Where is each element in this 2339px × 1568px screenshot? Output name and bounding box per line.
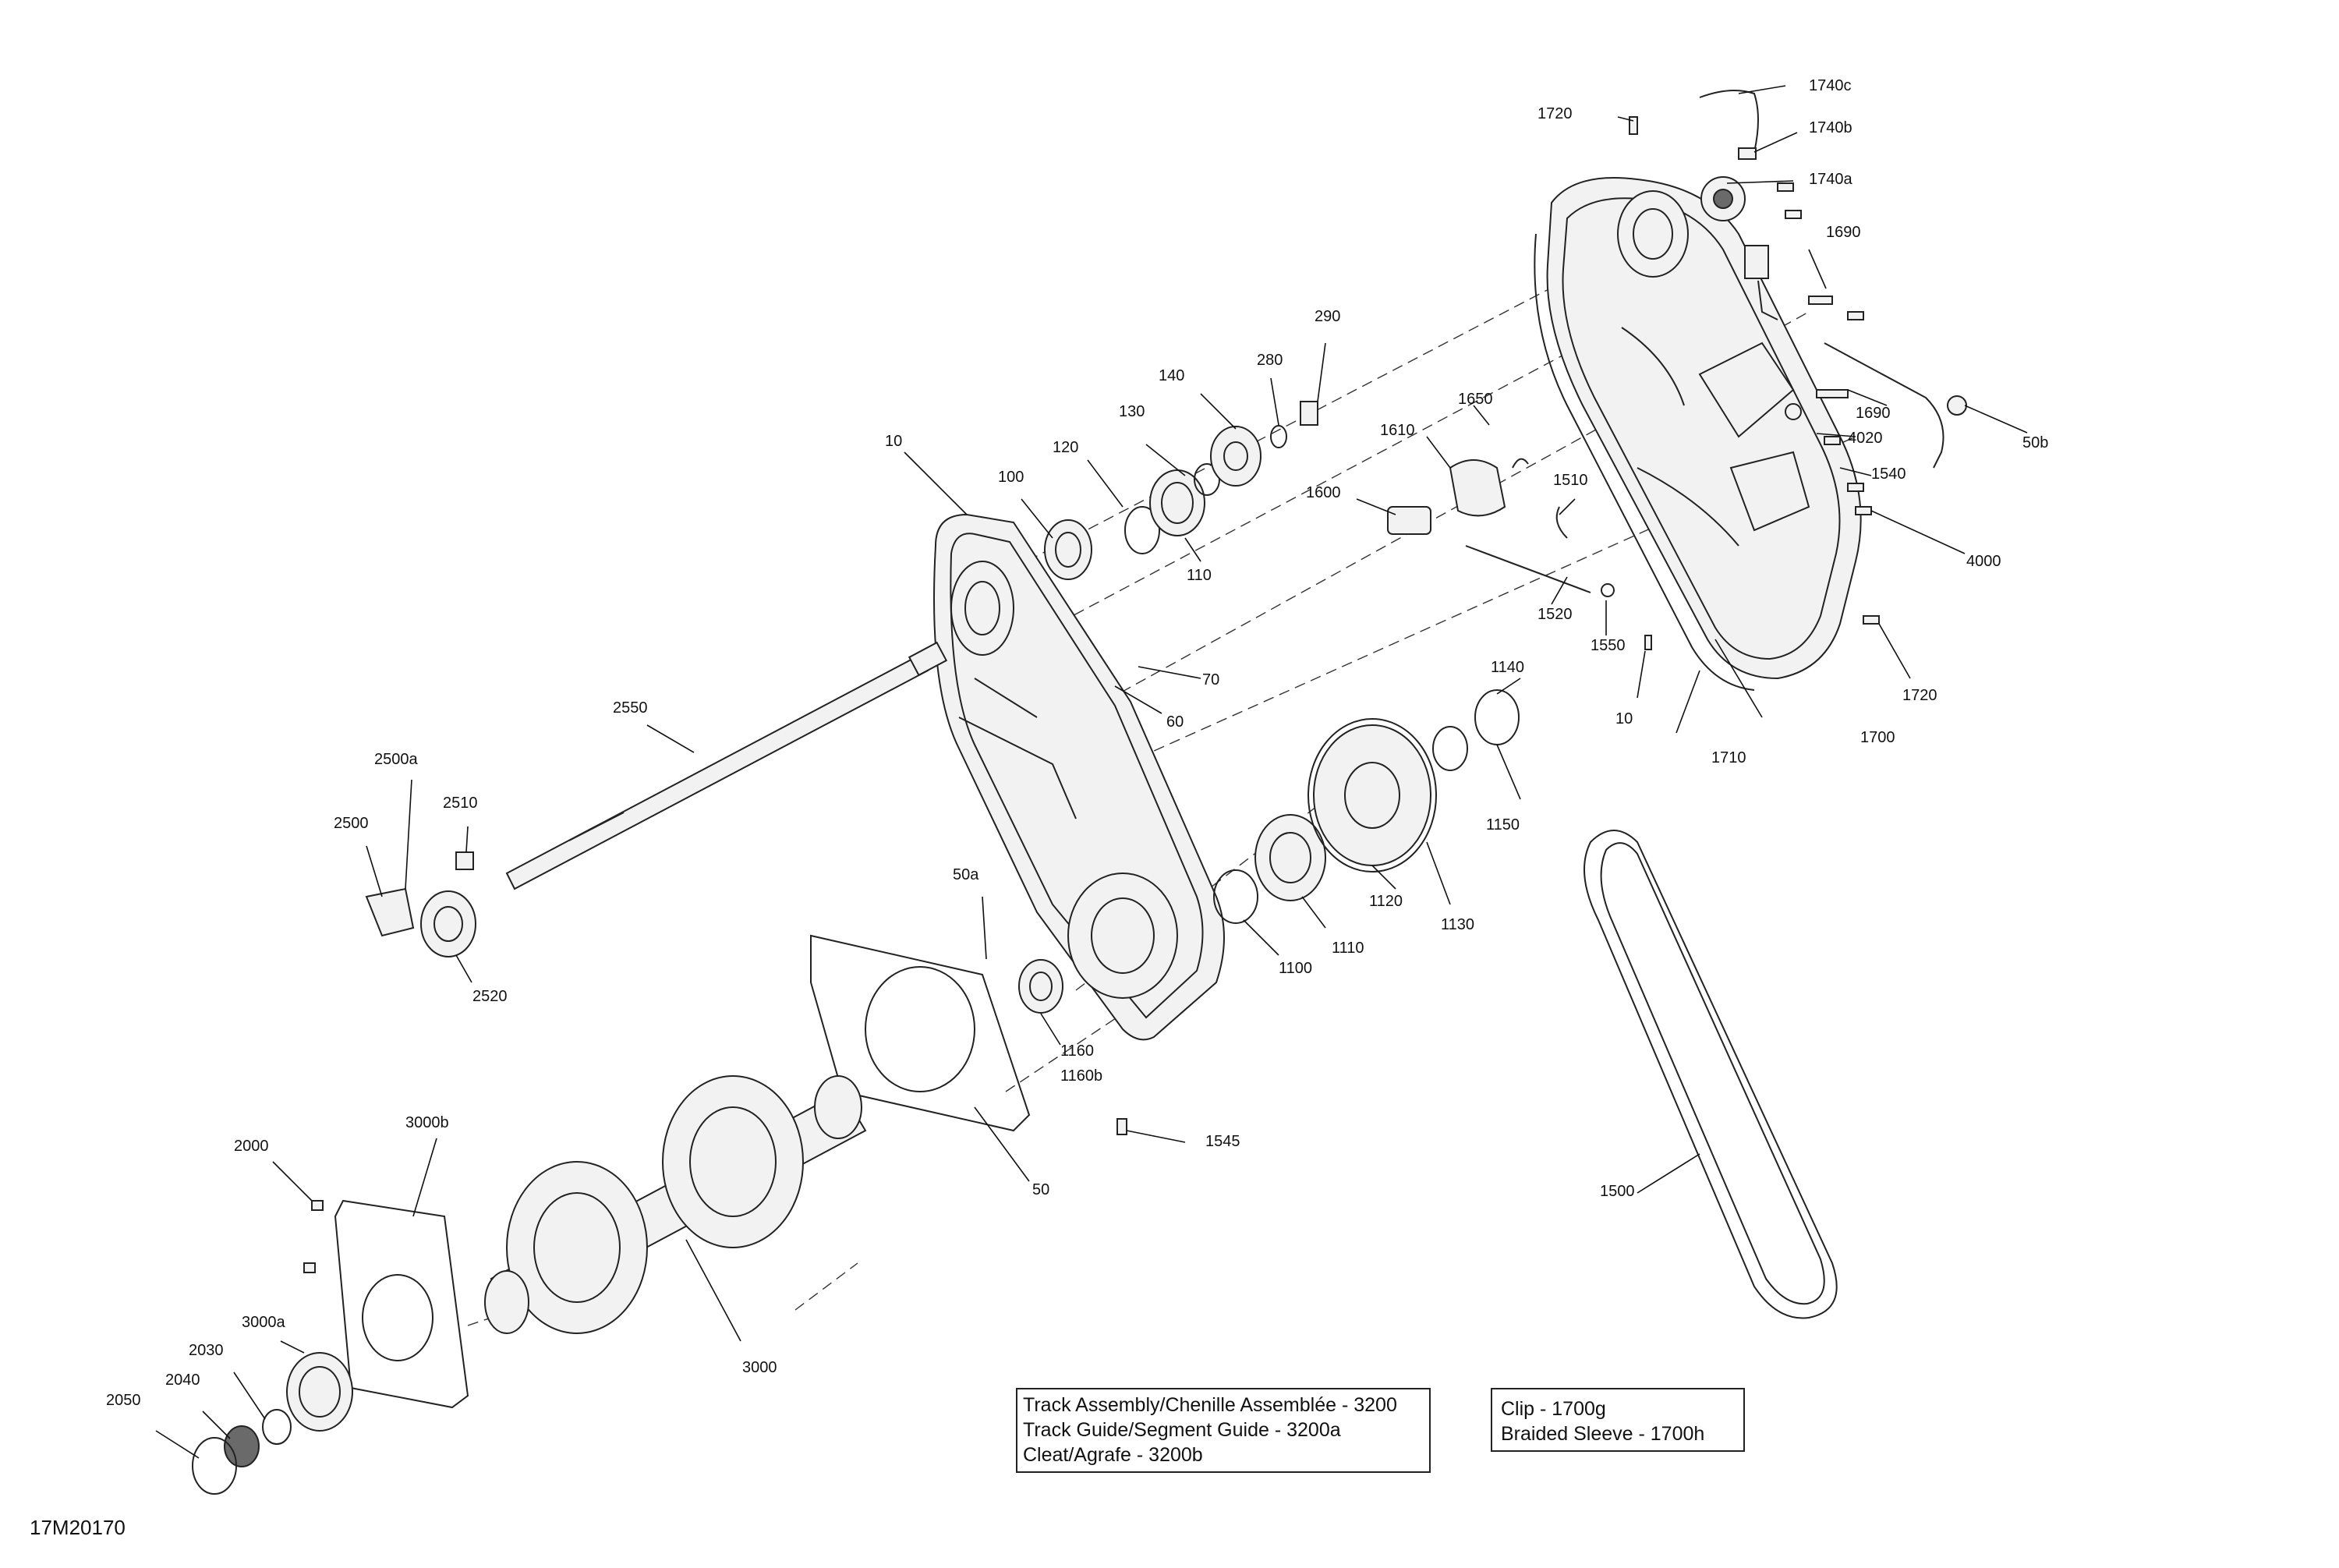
outer-case-cover: [1534, 176, 1862, 691]
callout-2040: 2040: [165, 1372, 200, 1389]
track-note-line-3: Cleat/Agrafe - 3200b: [1023, 1444, 1203, 1466]
track-note-line-2: Track Guide/Segment Guide - 3200a: [1023, 1419, 1341, 1441]
callout-50b: 50b: [2022, 434, 2048, 451]
callout-1540: 1540: [1871, 465, 1906, 483]
callout-140: 140: [1159, 367, 1184, 384]
callout-1160b: 1160b: [1060, 1067, 1102, 1085]
callout-2520: 2520: [472, 988, 508, 1005]
track-note-box: Track Assembly/Chenille Assemblée - 3200…: [1016, 1388, 1431, 1473]
callout-1120: 1120: [1369, 893, 1403, 910]
track-note-line-1: Track Assembly/Chenille Assemblée - 3200: [1023, 1394, 1397, 1416]
callout-1740c: 1740c: [1809, 77, 1852, 94]
callout-50a: 50a: [953, 866, 979, 883]
callout-10a: 10: [885, 433, 902, 450]
inner-chaincase: [933, 513, 1225, 1041]
wire-harness: [1699, 90, 1944, 469]
cover-fasteners: [1629, 116, 1967, 650]
callout-1710: 1710: [1711, 749, 1746, 766]
callout-2510: 2510: [443, 795, 478, 812]
lower-gear-stack: [1213, 689, 1520, 924]
clip-note-box: Clip - 1700g Braided Sleeve - 1700h: [1491, 1388, 1745, 1452]
gaskets: [334, 934, 1063, 1409]
callout-70: 70: [1202, 671, 1219, 688]
callout-1740b: 1740b: [1809, 119, 1852, 136]
callout-10b: 10: [1615, 710, 1633, 727]
callout-2500a: 2500a: [374, 751, 418, 768]
callout-1110: 1110: [1332, 940, 1364, 957]
callout-2030: 2030: [189, 1342, 224, 1359]
clip-note-line-1: Clip - 1700g: [1501, 1398, 1606, 1420]
callout-2550: 2550: [613, 699, 648, 717]
callout-3000: 3000: [742, 1359, 777, 1376]
callout-2500: 2500: [334, 815, 369, 832]
callout-1100: 1100: [1279, 960, 1312, 977]
callout-1650: 1650: [1458, 391, 1493, 408]
drive-belt: [1584, 830, 1838, 1319]
callout-1160: 1160: [1060, 1042, 1094, 1060]
callout-4000: 4000: [1966, 553, 2001, 570]
callout-1720b: 1720: [1902, 687, 1937, 704]
figure-id: 17M20170: [30, 1516, 126, 1539]
callout-50: 50: [1032, 1181, 1049, 1198]
callout-1720a: 1720: [1538, 105, 1573, 122]
callout-120: 120: [1053, 439, 1078, 456]
callout-1140: 1140: [1491, 659, 1524, 676]
callout-1545: 1545: [1205, 1133, 1240, 1150]
callout-1550: 1550: [1591, 637, 1626, 654]
callout-2050: 2050: [106, 1392, 141, 1409]
lower-small-parts: [192, 1118, 1127, 1495]
callout-1600: 1600: [1306, 484, 1341, 501]
callout-1690a: 1690: [1826, 224, 1861, 241]
callout-3000a: 3000a: [242, 1314, 285, 1331]
callout-60: 60: [1166, 713, 1184, 731]
callout-290: 290: [1315, 308, 1340, 325]
callout-1740a: 1740a: [1809, 171, 1852, 188]
callout-1610: 1610: [1380, 422, 1415, 439]
callout-100: 100: [998, 469, 1024, 486]
callout-2000: 2000: [234, 1138, 269, 1155]
callout-1700: 1700: [1860, 729, 1895, 746]
tensioner-assembly: [1387, 458, 1615, 597]
callout-1520: 1520: [1538, 606, 1573, 623]
callout-4020: 4020: [1848, 430, 1883, 447]
clip-note-line-2: Braided Sleeve - 1700h: [1501, 1423, 1704, 1445]
callout-3000b: 3000b: [405, 1114, 449, 1131]
callout-1510: 1510: [1553, 472, 1588, 489]
callout-1690b: 1690: [1856, 405, 1891, 422]
drive-shaft: [365, 641, 948, 957]
callout-110: 110: [1187, 567, 1212, 584]
callout-labels: 1740c 1720 1740b 1740a 1690 290 280 140 1650 1690…: [106, 77, 2048, 1409]
sprocket-shaft: [484, 1075, 867, 1334]
callout-1130: 1130: [1441, 916, 1474, 933]
callout-280: 280: [1257, 352, 1283, 369]
callout-1150: 1150: [1486, 816, 1520, 834]
callout-130: 130: [1119, 403, 1145, 420]
callout-1500: 1500: [1600, 1183, 1635, 1200]
leader-lines: [155, 85, 2028, 1459]
upper-gear-stack: [1044, 401, 1318, 580]
